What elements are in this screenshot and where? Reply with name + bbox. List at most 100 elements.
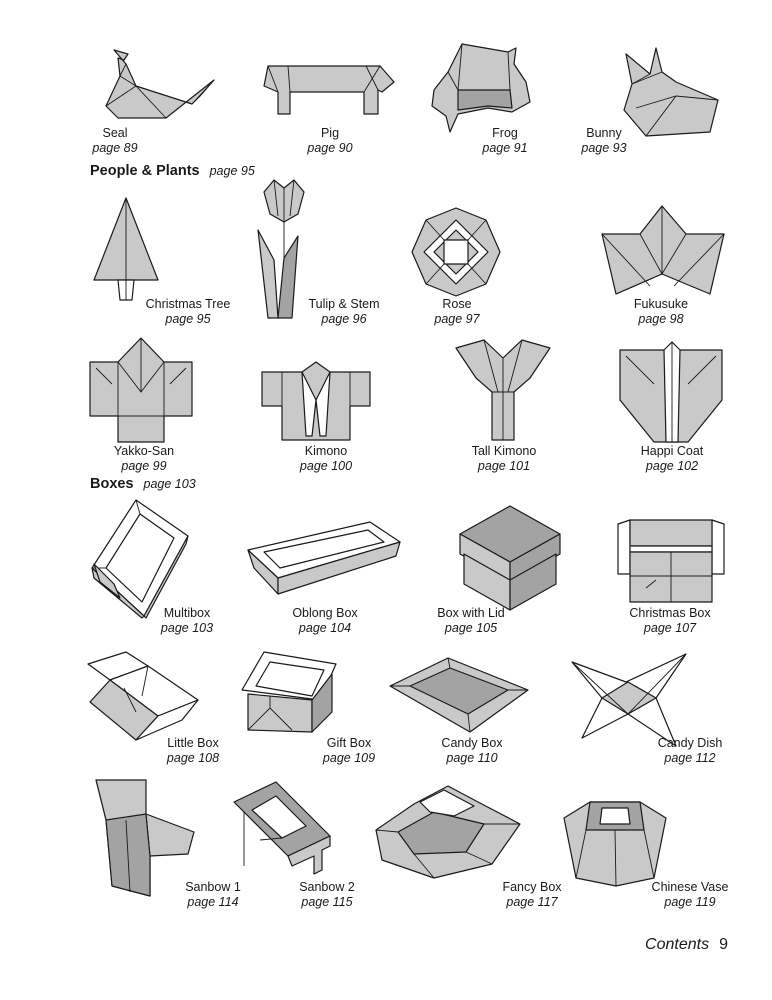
item-label-chinese-vase: Chinese Vase page 119 <box>640 880 740 910</box>
oblong-box-model <box>246 520 402 598</box>
item-page: page 91 <box>482 141 528 155</box>
section-page: page 95 <box>209 164 255 178</box>
item-label-rose: Rose page 97 <box>422 297 492 327</box>
christmas-tree-model <box>92 196 160 302</box>
item-name: Pig <box>320 126 340 140</box>
christmas-box-model <box>616 518 726 604</box>
item-name: Oblong Box <box>292 606 358 620</box>
item-name: Sanbow 2 <box>299 880 355 894</box>
item-page: page 110 <box>446 751 498 765</box>
item-name: Gift Box <box>326 736 372 750</box>
item-name: Little Box <box>167 736 219 750</box>
page-footer: Contents 9 <box>645 936 728 954</box>
item-label-little-box: Little Box page 108 <box>158 736 228 766</box>
item-page: page 99 <box>121 459 167 473</box>
item-name: Sanbow 1 <box>185 880 241 894</box>
kimono-model <box>260 360 372 442</box>
section-title: People & Plants <box>90 163 200 179</box>
item-page: page 104 <box>298 621 352 635</box>
item-name: Christmas Tree <box>145 297 231 311</box>
item-name: Bunny <box>586 126 622 140</box>
item-page: page 109 <box>322 751 376 765</box>
item-page: page 114 <box>187 895 239 909</box>
item-name: Tulip & Stem <box>308 297 380 311</box>
item-label-sanbow-1: Sanbow 1 page 114 <box>178 880 248 910</box>
box-with-lid-model <box>458 504 562 614</box>
item-label-sanbow-2: Sanbow 2 page 115 <box>292 880 362 910</box>
item-name: Multibox <box>163 606 211 620</box>
item-name: Rose <box>442 297 472 311</box>
item-page: page 100 <box>299 459 353 473</box>
footer-title: Contents <box>645 936 710 953</box>
item-page: page 112 <box>664 751 716 765</box>
item-label-box-with-lid: Box with Lid page 105 <box>428 606 514 636</box>
item-name: Box with Lid <box>437 606 505 620</box>
item-label-gift-box: Gift Box page 109 <box>314 736 384 766</box>
section-heading-boxes: Boxes page 103 <box>90 476 196 492</box>
candy-dish-model <box>570 652 688 748</box>
item-label-kimono: Kimono page 100 <box>286 444 366 474</box>
item-page: page 108 <box>166 751 220 765</box>
tulip-stem-model <box>254 178 314 322</box>
item-name: Frog <box>492 126 518 140</box>
item-page: page 95 <box>165 312 211 326</box>
item-name: Tall Kimono <box>471 444 537 458</box>
item-label-christmas-box: Christmas Box page 107 <box>622 606 718 636</box>
item-name: Chinese Vase <box>651 880 729 894</box>
item-page: page 107 <box>643 621 697 635</box>
fukusuke-model <box>600 204 726 296</box>
frog-model <box>428 42 534 134</box>
item-name: Fukusuke <box>633 297 689 311</box>
yakko-san-model <box>88 336 194 444</box>
sanbow-1-model <box>92 776 196 898</box>
fancy-box-model <box>374 784 522 880</box>
item-label-bunny: Bunny page 93 <box>574 126 634 156</box>
bunny-model <box>616 44 726 142</box>
item-page: page 96 <box>321 312 367 326</box>
item-label-frog: Frog page 91 <box>470 126 540 156</box>
item-label-oblong-box: Oblong Box page 104 <box>282 606 368 636</box>
little-box-model <box>86 650 200 742</box>
seal-model <box>96 46 220 126</box>
item-name: Yakko-San <box>113 444 175 458</box>
chinese-vase-model <box>560 794 670 888</box>
item-label-multibox: Multibox page 103 <box>152 606 222 636</box>
rose-model <box>410 206 502 298</box>
tall-kimono-model <box>454 338 552 442</box>
item-page: page 97 <box>434 312 480 326</box>
item-label-candy-box: Candy Box page 110 <box>434 736 510 766</box>
item-label-pig: Pig page 90 <box>295 126 365 156</box>
pig-model <box>260 56 400 118</box>
item-label-christmas-tree: Christmas Tree page 95 <box>140 297 236 327</box>
item-page: page 93 <box>581 141 627 155</box>
item-name: Happi Coat <box>640 444 704 458</box>
item-label-fancy-box: Fancy Box page 117 <box>494 880 570 910</box>
multibox-model <box>90 498 190 620</box>
item-page: page 102 <box>645 459 699 473</box>
page-number: 9 <box>719 936 728 953</box>
candy-box-model <box>388 656 530 734</box>
item-page: page 103 <box>160 621 214 635</box>
item-page: page 98 <box>638 312 684 326</box>
section-page: page 103 <box>143 477 196 491</box>
item-page: page 89 <box>92 141 138 155</box>
item-name: Candy Dish <box>657 736 723 750</box>
section-heading-people-plants: People & Plants page 95 <box>90 163 255 179</box>
item-page: page 119 <box>664 895 716 909</box>
item-name: Fancy Box <box>502 880 562 894</box>
happi-coat-model <box>618 340 724 444</box>
item-label-seal: Seal page 89 <box>80 126 150 156</box>
item-name: Candy Box <box>441 736 503 750</box>
item-page: page 101 <box>477 459 531 473</box>
gift-box-model <box>240 650 340 734</box>
item-label-yakko-san: Yakko-San page 99 <box>104 444 184 474</box>
item-page: page 90 <box>307 141 353 155</box>
item-name: Kimono <box>304 444 348 458</box>
section-title: Boxes <box>90 476 134 492</box>
item-page: page 117 <box>506 895 558 909</box>
item-name: Seal <box>102 126 128 140</box>
item-page: page 105 <box>444 621 498 635</box>
item-label-fukusuke: Fukusuke page 98 <box>618 297 704 327</box>
item-label-happi-coat: Happi Coat page 102 <box>632 444 712 474</box>
item-name: Christmas Box <box>629 606 711 620</box>
